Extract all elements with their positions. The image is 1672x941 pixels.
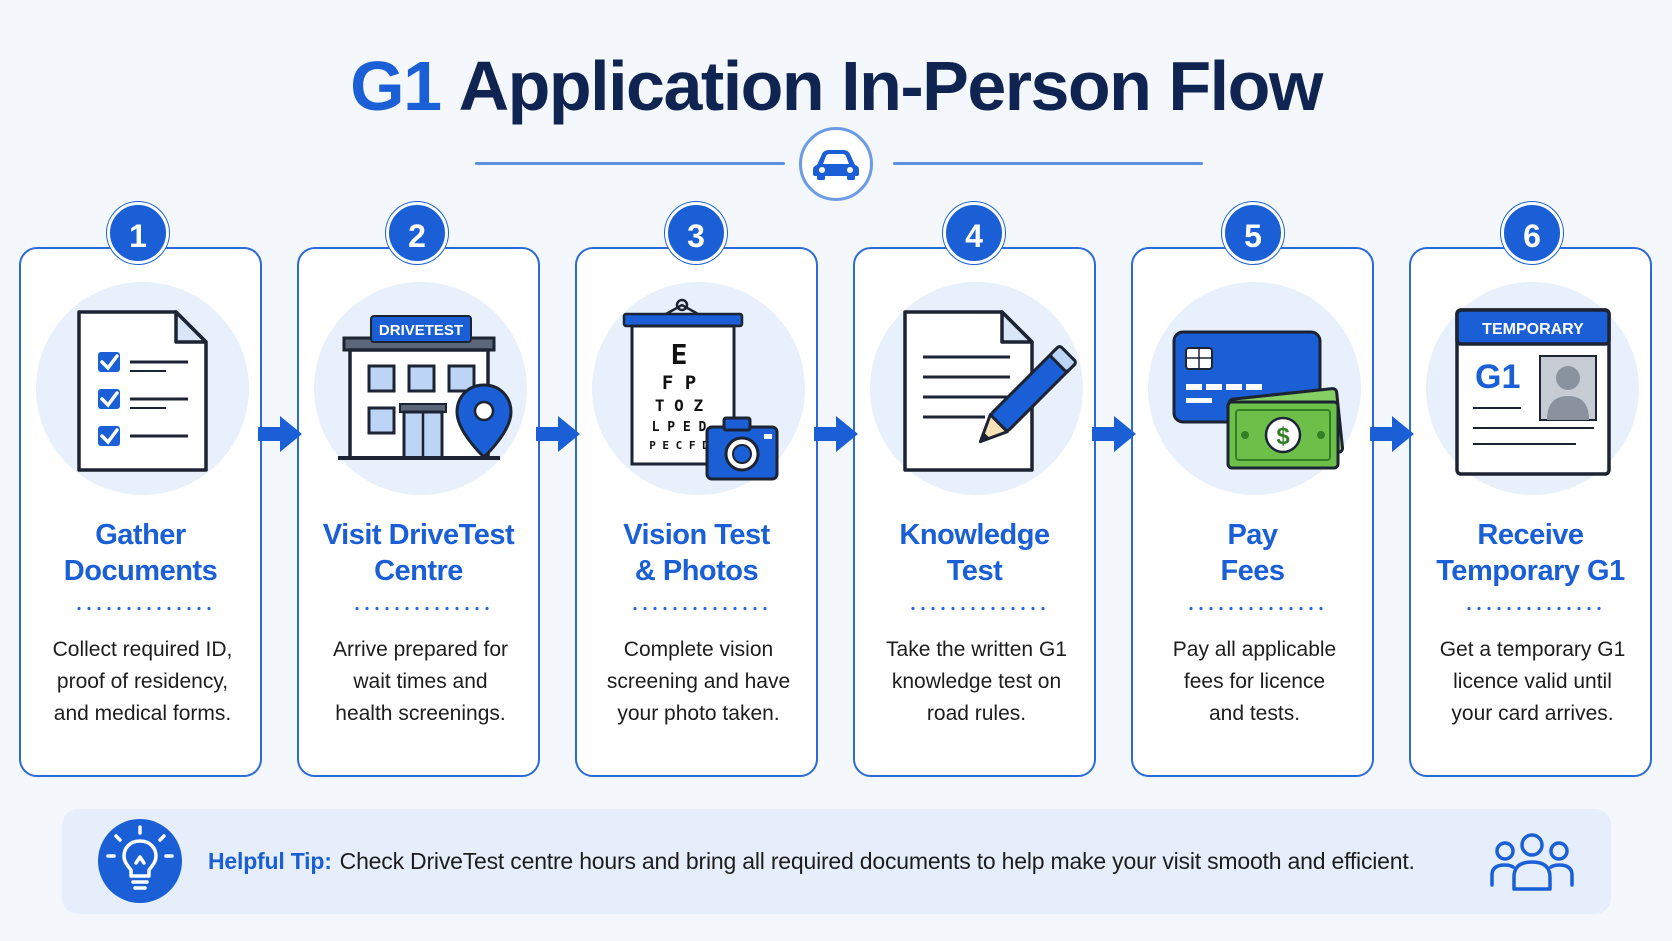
title-main: Application In-Person Flow [458, 47, 1324, 125]
title-accent: G1 [350, 47, 442, 125]
step-title: Knowledge Test [899, 519, 1050, 587]
step-title: Vision Test & Photos [623, 519, 770, 587]
svg-text:P E C F D: P E C F D [649, 439, 709, 452]
temporary-licence-icon: TEMPORARY G1 [1455, 308, 1611, 476]
step-number-6: 6 [1501, 202, 1563, 264]
people-group-icon [1490, 833, 1574, 891]
dotted-divider [630, 607, 767, 610]
step-title: Receive Temporary G1 [1436, 519, 1625, 587]
step-title: Gather Documents [63, 519, 218, 587]
header-divider-right [893, 162, 1203, 165]
step-description: Complete vision screening and have your … [606, 638, 791, 725]
step-description: Collect required ID, proof of residency,… [52, 638, 233, 725]
step-number-1: 1 [107, 202, 169, 264]
step-card-knowledge-test: Knowledge Test Take the written G1 knowl… [853, 247, 1096, 777]
dotted-divider [908, 607, 1045, 610]
card-cash-icon: $ [1172, 330, 1345, 470]
svg-text:T O Z: T O Z [655, 396, 704, 415]
tip-body: Check DriveTest centre hours and bring a… [339, 848, 1415, 874]
step-number-3: 3 [665, 202, 727, 264]
step-card-receive-temporary-g1: TEMPORARY G1 Receive Temporary G1 Get a … [1409, 247, 1652, 777]
checklist-icon [77, 310, 208, 472]
arrow-right-icon [1370, 416, 1414, 452]
svg-text:F P: F P [662, 372, 696, 394]
svg-text:DRIVETEST: DRIVETEST [379, 322, 463, 339]
arrow-right-icon [536, 416, 580, 452]
svg-text:G1: G1 [1475, 358, 1520, 396]
arrow-right-icon [814, 416, 858, 452]
car-icon [799, 127, 873, 201]
svg-text:$: $ [1276, 423, 1290, 450]
arrow-right-icon [1092, 416, 1136, 452]
step-description: Get a temporary G1 licence valid until y… [1439, 638, 1626, 725]
tip-label: Helpful Tip: [208, 848, 332, 874]
step-title: Pay Fees [1220, 519, 1285, 587]
step-title: Visit DriveTest Centre [322, 519, 515, 587]
step-card-vision-test: E F P T O Z L P E D P E C F D Vision Tes… [575, 247, 818, 777]
step-card-pay-fees: $ Pay Fees Pay all applicable fees for l… [1131, 247, 1374, 777]
step-card-visit-drivetest: DRIVETEST Visit DriveTest Centre Arrive … [297, 247, 540, 777]
step-number-4: 4 [943, 202, 1005, 264]
lightbulb-icon [98, 819, 182, 903]
dotted-divider [1464, 607, 1601, 610]
step-description: Take the written G1 knowledge test on ro… [886, 638, 1067, 725]
dotted-divider [352, 607, 489, 610]
document-pencil-icon [903, 310, 1077, 472]
dotted-divider [1186, 607, 1323, 610]
helpful-tip-panel: Helpful Tip: Check DriveTest centre hours… [62, 809, 1611, 914]
header-divider-left [475, 162, 785, 165]
arrow-right-icon [258, 416, 302, 452]
dotted-divider [74, 607, 211, 610]
helpful-tip-text: Helpful Tip: Check DriveTest centre hours… [208, 844, 1415, 878]
svg-text:TEMPORARY: TEMPORARY [1482, 321, 1584, 338]
svg-text:L P E D: L P E D [652, 420, 707, 435]
building-icon: DRIVETEST [338, 315, 513, 460]
step-description: Pay all applicable fees for licence and … [1172, 638, 1337, 725]
step-description: Arrive prepared for wait times and healt… [332, 638, 509, 725]
svg-text:E: E [671, 338, 688, 371]
step-card-gather-documents: Gather Documents Collect required ID, pr… [19, 247, 262, 777]
step-number-2: 2 [386, 202, 448, 264]
eye-chart-camera-icon: E F P T O Z L P E D P E C F D [622, 298, 779, 481]
step-number-5: 5 [1222, 202, 1284, 264]
